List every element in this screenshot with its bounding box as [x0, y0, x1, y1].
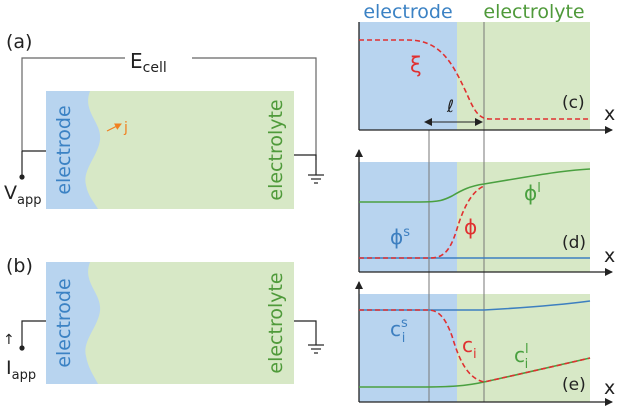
ground-icon-a: [308, 174, 324, 184]
panel-a: (a) Ecell Vapp electrode electrolyte j: [4, 31, 324, 209]
iapp-terminal: [19, 345, 25, 351]
ci-s-curve: [359, 300, 591, 311]
iapp-arrow: ↑: [3, 332, 15, 348]
panel-a-label: (a): [6, 31, 32, 53]
header-electrolyte: electrolyte: [483, 1, 584, 23]
electrolyte-label-b: electrolyte: [265, 272, 287, 373]
header-electrode: electrode: [363, 1, 452, 23]
panel-e-label: (e): [562, 375, 586, 395]
ell-label: ℓ: [446, 97, 454, 117]
phi-s-label: ϕs: [390, 225, 410, 249]
xi-curve: [359, 39, 590, 120]
panel-d-label: (d): [562, 233, 586, 253]
ecell-label: Ecell: [130, 49, 167, 76]
ground-wire-a: [294, 154, 317, 175]
phi-l-curve: [359, 168, 591, 203]
electrode-region-a: [46, 91, 101, 209]
ci-curve: [359, 309, 591, 383]
xi-label: ξ: [410, 53, 422, 77]
panel-d: ϕs ϕ ϕl (d) x: [355, 149, 615, 276]
electrode-wire-b: [21, 320, 46, 347]
flux-arrow: [106, 123, 122, 132]
electrolyte-label-a: electrolyte: [265, 99, 287, 200]
ground-icon-b: [308, 344, 324, 354]
electrode-region-b: [46, 262, 101, 384]
x-label-d: x: [604, 245, 615, 267]
ground-wire-b: [294, 320, 317, 345]
ci-label: ci: [462, 333, 477, 362]
right-column-background: [359, 22, 590, 402]
panel-b: (b) ↑ Iapp electrode electrolyte: [3, 255, 324, 384]
electrode-label-b: electrode: [53, 278, 75, 367]
x-label-e: x: [604, 377, 615, 399]
vapp-label: Vapp: [4, 182, 41, 208]
flux-label: j: [123, 120, 128, 136]
phi-l-label: ϕl: [524, 181, 541, 205]
ci-l-curve: [359, 357, 591, 388]
panel-c: ξ ℓ (c) x: [358, 22, 615, 134]
x-label-c: x: [604, 103, 615, 125]
ecell-wire-right: [192, 57, 317, 160]
panel-c-label: (c): [562, 93, 585, 113]
ecell-wire-left: [21, 57, 125, 151]
vapp-terminal: [19, 174, 25, 180]
panel-b-label: (b): [6, 255, 33, 277]
electrode-label-a: electrode: [53, 105, 75, 194]
phi-label: ϕ: [464, 215, 477, 239]
iapp-label: Iapp: [6, 357, 36, 383]
